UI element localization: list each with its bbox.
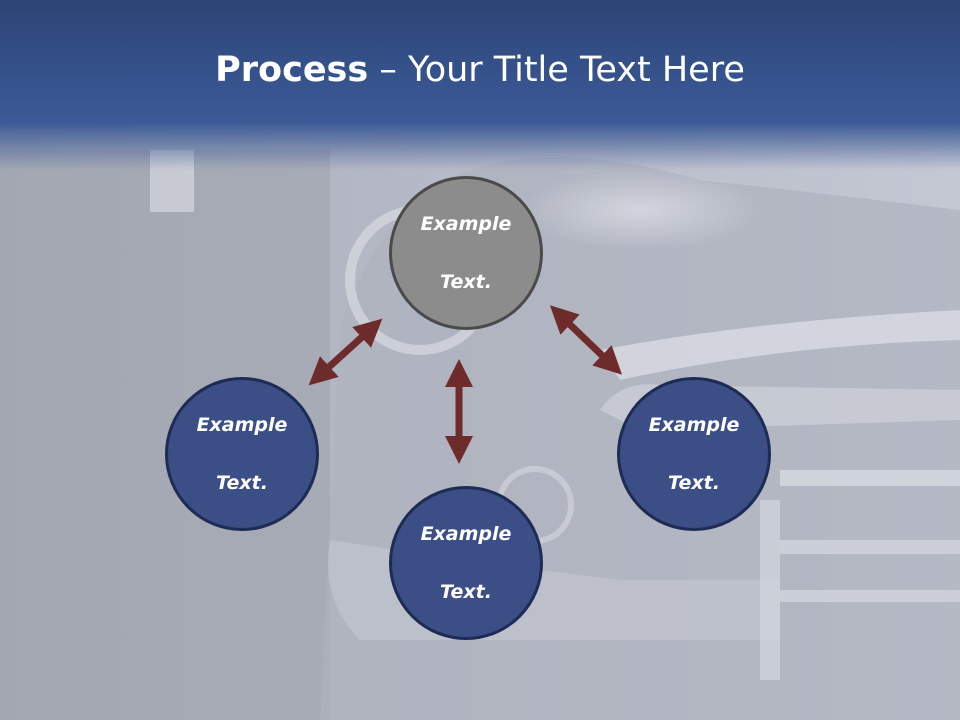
circle-left-line2: Text. [216, 471, 268, 494]
circle-top-line1: Example [420, 212, 512, 235]
arrow-top-left [308, 318, 383, 386]
circle-right-line1: Example [648, 413, 740, 436]
title-bold: Process [215, 50, 369, 90]
slide-title: Process – Your Title Text Here [0, 50, 960, 90]
title-band [0, 0, 960, 170]
circle-left-line1: Example [196, 413, 288, 436]
title-rest: – Your Title Text Here [368, 50, 745, 90]
circle-right-line2: Text. [668, 471, 720, 494]
circle-top-line2: Text. [440, 270, 492, 293]
circle-bottom-line2: Text. [440, 580, 492, 603]
circle-bottom-line1: Example [420, 522, 512, 545]
arrow-top-right [549, 305, 623, 375]
